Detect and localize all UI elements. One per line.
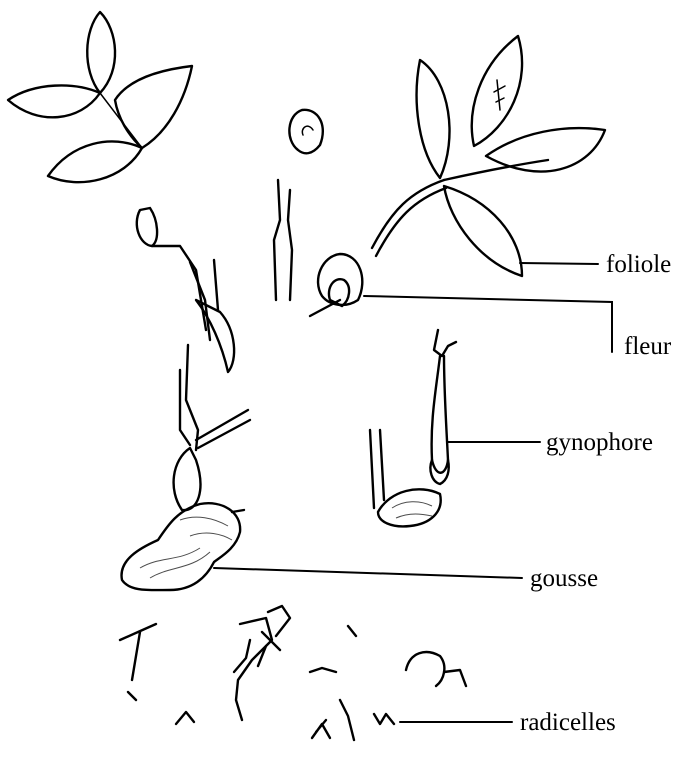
label-radicelles: radicelles — [520, 709, 616, 736]
stem-fragment-center — [274, 180, 292, 300]
flower-bud-top — [289, 110, 322, 153]
leaf-cluster-top-right — [372, 36, 605, 276]
roots — [120, 606, 466, 740]
leader-fleur — [364, 296, 612, 352]
right-plant-gynophore — [370, 330, 456, 526]
label-gousse: gousse — [530, 565, 598, 592]
leader-foliole — [520, 263, 598, 264]
peanut-pod — [122, 503, 244, 590]
label-fleur: fleur — [624, 333, 672, 360]
leader-gousse — [214, 568, 522, 578]
label-foliole: foliole — [606, 251, 671, 278]
left-plant-stem — [137, 208, 250, 510]
flower — [310, 254, 362, 316]
leaf-cluster-top-left — [8, 12, 192, 182]
leader-lines — [214, 263, 612, 722]
label-gynophore: gynophore — [546, 429, 653, 456]
